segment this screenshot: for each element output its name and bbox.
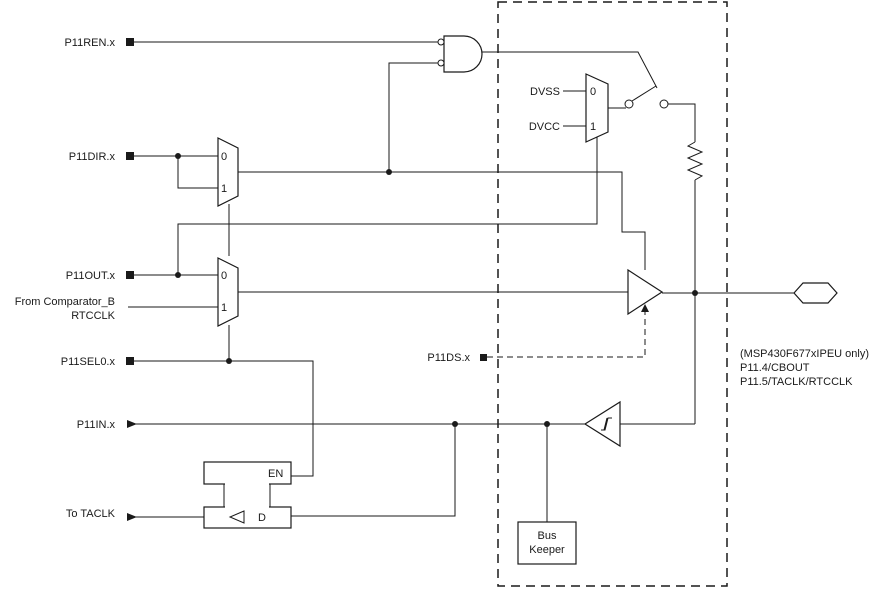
wire-and-out [482,51,658,89]
driver-ds-arrow [641,304,649,312]
p11ds-label: P11DS.x [427,352,470,364]
latch-d-label: D [258,512,266,524]
dvcc-label: DVCC [529,121,560,133]
p11in-label: P11IN.x [77,419,116,431]
dir-mux-0: 0 [221,151,227,163]
p11dir-pin [126,152,134,160]
p11sel0-label: P11SEL0.x [61,356,116,368]
p11ren-label: P11REN.x [64,37,115,49]
pad-terminal [793,282,838,304]
wire-ds [487,312,646,358]
junction-dot [175,153,181,159]
to-taclk-label: To TACLK [66,508,116,520]
switch-contact-left [624,99,634,109]
pull-resistor [686,141,704,181]
bus-keeper [517,521,577,565]
junction-dot [386,169,392,175]
junction-dot [175,272,181,278]
pin-note-line3: P11.5/TACLK/RTCCLK [740,376,853,388]
from-comparator-label: From Comparator_B [15,296,115,308]
wire-dir-out [238,171,646,270]
latch-clock-icon [228,510,245,524]
supply-mux [585,73,609,143]
out-mux-1: 1 [221,302,227,314]
dvss-label: DVSS [530,86,560,98]
wire-and-in2 [388,62,438,172]
supply-mux-0: 0 [590,86,596,98]
p11ren-pin [126,38,134,46]
rtcclk-label: RTCCLK [71,310,115,322]
junction-dot [226,358,232,364]
p11out-label: P11OUT.x [66,270,116,282]
output-driver [627,268,664,316]
pin-note-line2: P11.4/CBOUT [740,362,810,374]
latch-en-label: EN [268,468,283,480]
junction-dot [692,290,698,296]
latch-d-box [203,506,292,529]
p11sel0-pin [126,357,134,365]
out-mux-0: 0 [221,270,227,282]
wire-sel0 [134,360,314,477]
bus-keeper-line1: Bus [538,530,557,542]
schmitt-buffer [583,400,621,448]
and-invert-bubble-2 [437,59,445,67]
latch-link-fill [225,483,269,508]
p11dir-label: P11DIR.x [69,151,116,163]
wire-latch-d [291,424,456,517]
wire-out-up [177,133,598,275]
p11out-pin [126,271,134,279]
latch-link [223,484,271,507]
pin-note-line1: (MSP430F677xIPEU only) [740,348,869,360]
hysteresis-icon [601,417,612,431]
junction-dot [544,421,550,427]
p11ds-pin [480,354,487,361]
wire-dir-loop [177,156,218,189]
wire-res-top [668,103,696,142]
and-invert-bubble-1 [437,38,445,46]
bus-keeper-line2: Keeper [529,544,565,556]
supply-mux-1: 1 [590,121,596,133]
switch-contact-right [659,99,669,109]
out-mux [217,257,239,327]
junction-dot [452,421,458,427]
and-gate [443,35,483,73]
dir-mux [217,137,239,207]
switch-blade [631,85,657,102]
dir-mux-1: 1 [221,183,227,195]
